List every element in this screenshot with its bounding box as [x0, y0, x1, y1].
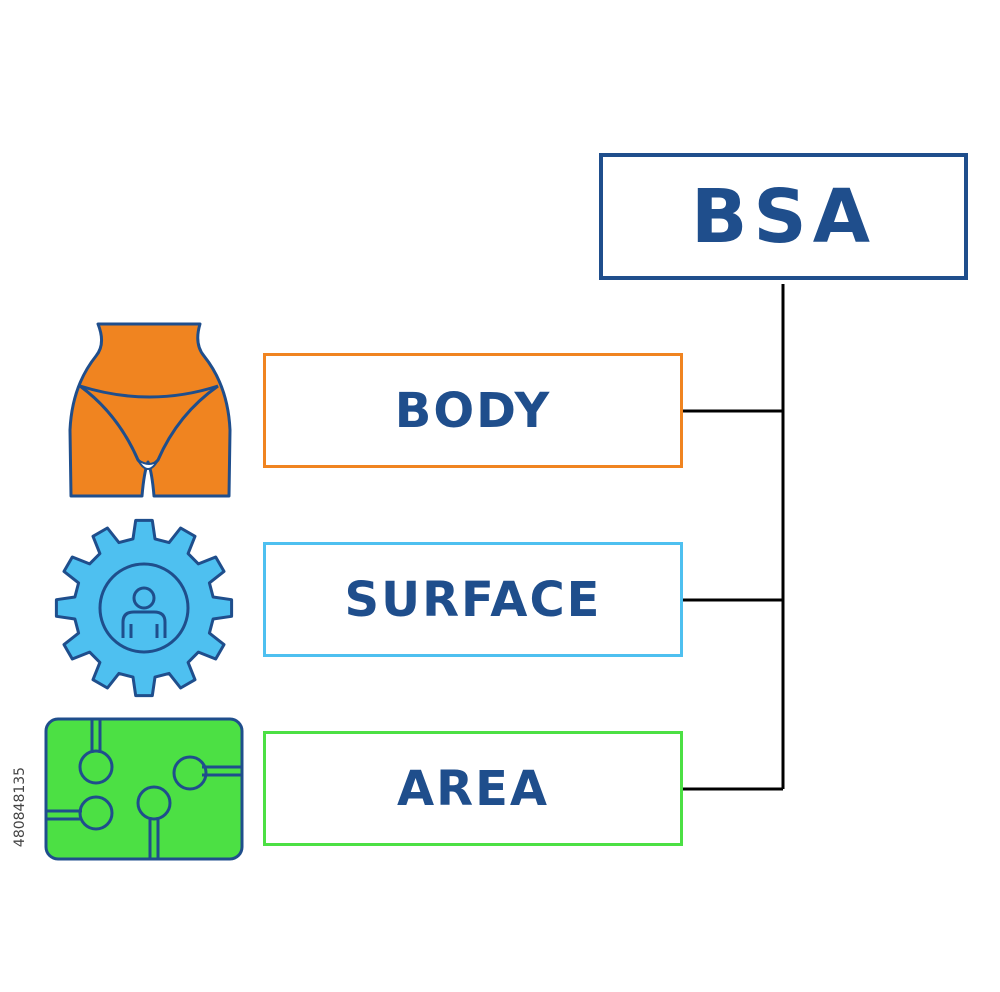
hips-icon — [68, 322, 232, 498]
term-label-body: BODY — [394, 382, 552, 439]
image-id-watermark: 480848135 — [8, 752, 32, 862]
term-box-surface: SURFACE — [263, 542, 683, 657]
circuit-board-icon — [44, 717, 244, 861]
gear-person-icon — [54, 518, 234, 698]
title-box: BSA — [599, 153, 968, 280]
term-label-surface: SURFACE — [344, 571, 602, 628]
title-label: BSA — [691, 173, 876, 260]
term-box-body: BODY — [263, 353, 683, 468]
term-label-area: AREA — [396, 760, 550, 817]
image-id-text: 480848135 — [12, 766, 29, 848]
term-box-area: AREA — [263, 731, 683, 846]
